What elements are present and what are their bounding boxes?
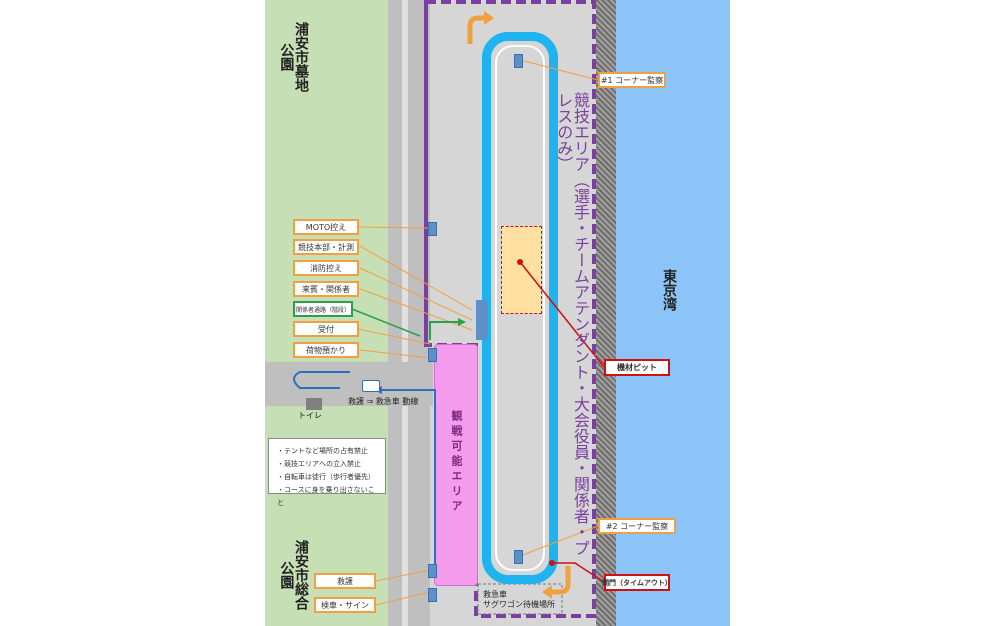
road-strip (388, 0, 430, 626)
tokyo-bay-label: 東京湾 (661, 269, 677, 311)
corner1-callout: #1 コーナー監察 (598, 72, 666, 88)
sea-wall (596, 0, 616, 626)
note-item: ・テントなど場所の占有禁止 (277, 447, 368, 455)
reception-callout: 受付 (293, 321, 359, 337)
note-item: ・自転車は徒行（歩行者優先） (277, 473, 375, 481)
toilet-building (306, 398, 322, 410)
note-item: ・コースに身を乗り出さないこと (277, 486, 375, 507)
cemetery-park-label: 浦安市墓地公園 (278, 22, 309, 92)
pit-zone (501, 226, 542, 314)
road-marker-2 (428, 564, 437, 578)
road-marker-3 (428, 588, 437, 602)
moto-marker (428, 222, 437, 236)
sports-park-label: 浦安市総合公園 (278, 540, 309, 610)
top-turn-arrowhead (484, 11, 494, 25)
spectator-area (434, 344, 478, 586)
bottom-turn-arrowhead (542, 585, 552, 599)
side-road (265, 362, 433, 406)
corner2-marker (514, 550, 523, 564)
entrance-bar (476, 300, 488, 340)
ambulance-area-label: 救急車 サグワゴン待機場所 (483, 590, 555, 609)
moto-callout: MOTO控え (293, 219, 359, 235)
baggage-callout: 荷物預かり (293, 342, 359, 358)
rescue-route (380, 389, 436, 570)
side-road-route (293, 371, 350, 389)
spectator-area-label: 観戦可能エリア (450, 410, 463, 515)
fire-callout: 消防控え (293, 260, 359, 276)
guests-callout: 来賓・関係者 (293, 281, 359, 297)
road-marker-1 (428, 348, 437, 362)
bottom-turn-arrow (552, 566, 571, 595)
corner1-marker (514, 54, 523, 68)
hq-callout: 競技本部・計測 (293, 239, 359, 255)
road-divider (402, 0, 408, 626)
ambulance-area-border (477, 583, 563, 615)
rules-notes: ・テントなど場所の占有禁止 ・競技エリアへの立入禁止 ・自転車は徒行（歩行者優先… (268, 438, 386, 507)
first-aid-callout: 救護 (314, 573, 376, 589)
pit-callout: 機材ピット (604, 359, 670, 376)
race-track-inner (495, 45, 545, 571)
toilet-label: トイレ (298, 411, 322, 420)
passage-callout: 関係者通路（階段） (293, 301, 353, 317)
inspection-callout: 検車・サイン (314, 597, 376, 613)
competition-area-border (424, 0, 596, 618)
corner2-callout: #2 コーナー監察 (598, 518, 676, 534)
competition-area-label: 競技エリア（選手・チームアテンダント・大会役員・関係者・プレスのみ） (554, 92, 590, 556)
note-item: ・競技エリアへの立入禁止 (277, 460, 361, 468)
gate-callout: 関門（タイムアウト） (602, 574, 672, 591)
rescue-route-label: 救護 ⇒ 救急車 動線 (348, 397, 419, 406)
top-turn-arrow (467, 15, 484, 44)
ambulance-icon (362, 380, 380, 392)
